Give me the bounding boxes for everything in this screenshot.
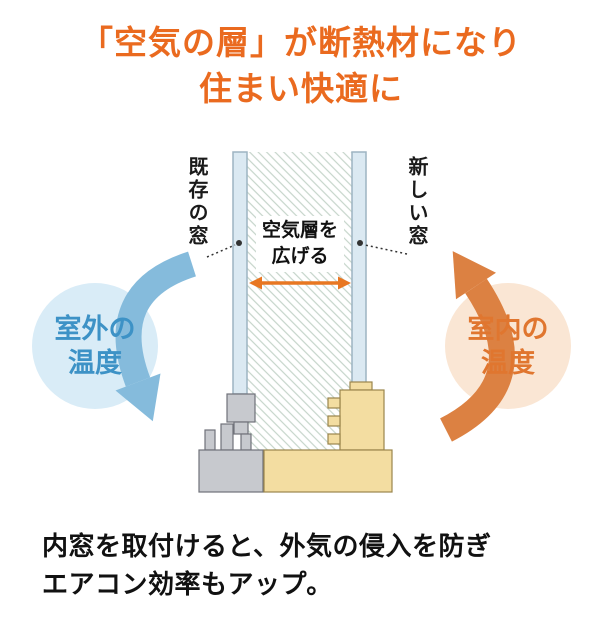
caption: 内窓を取付けると、外気の侵入を防ぎ エアコン効率もアップ。 (42, 527, 491, 603)
caption-line2: エアコン効率もアップ。 (42, 569, 333, 599)
leader-dot-right (357, 240, 363, 246)
indoor-temp-line1: 室内の (467, 314, 549, 344)
new-window-frame (263, 381, 393, 493)
caption-line1: 内窓を取付けると、外気の侵入を防ぎ (42, 531, 492, 561)
air-layer-label-line2: 広げる (271, 246, 329, 267)
page-title: 「空気の層」が断熱材になり 住まい快適に (0, 20, 602, 112)
existing-window-label: 既存の窓 (185, 156, 207, 248)
indoor-airflow-arrowhead-icon (452, 251, 496, 300)
title-line1: 「空気の層」が断熱材になり (80, 24, 522, 61)
outdoor-temp-line2: 温度 (68, 348, 122, 378)
leader-lines (206, 244, 408, 258)
air-layer-label: 空気層を 広げる (256, 216, 344, 272)
outdoor-airflow-arrowhead-icon (115, 373, 161, 422)
outdoor-airflow-arrow (115, 251, 197, 387)
outdoor-temp-line1: 室外の (54, 314, 136, 344)
outdoor-temp-label: 室外の 温度 (29, 312, 161, 380)
existing-window-frame (198, 393, 264, 493)
indoor-temp-line2: 温度 (481, 348, 535, 378)
air-layer-label-line1: 空気層を (261, 220, 338, 241)
existing-window-pane (232, 151, 248, 395)
indoor-temp-label: 室内の 温度 (442, 312, 574, 380)
title-line2: 住まい快適に (199, 70, 403, 107)
air-layer-width-arrow-icon (249, 276, 351, 290)
indoor-airflow-arrow (439, 278, 515, 442)
leader-dot-left (236, 240, 242, 246)
new-window-label: 新しい窓 (405, 156, 427, 248)
